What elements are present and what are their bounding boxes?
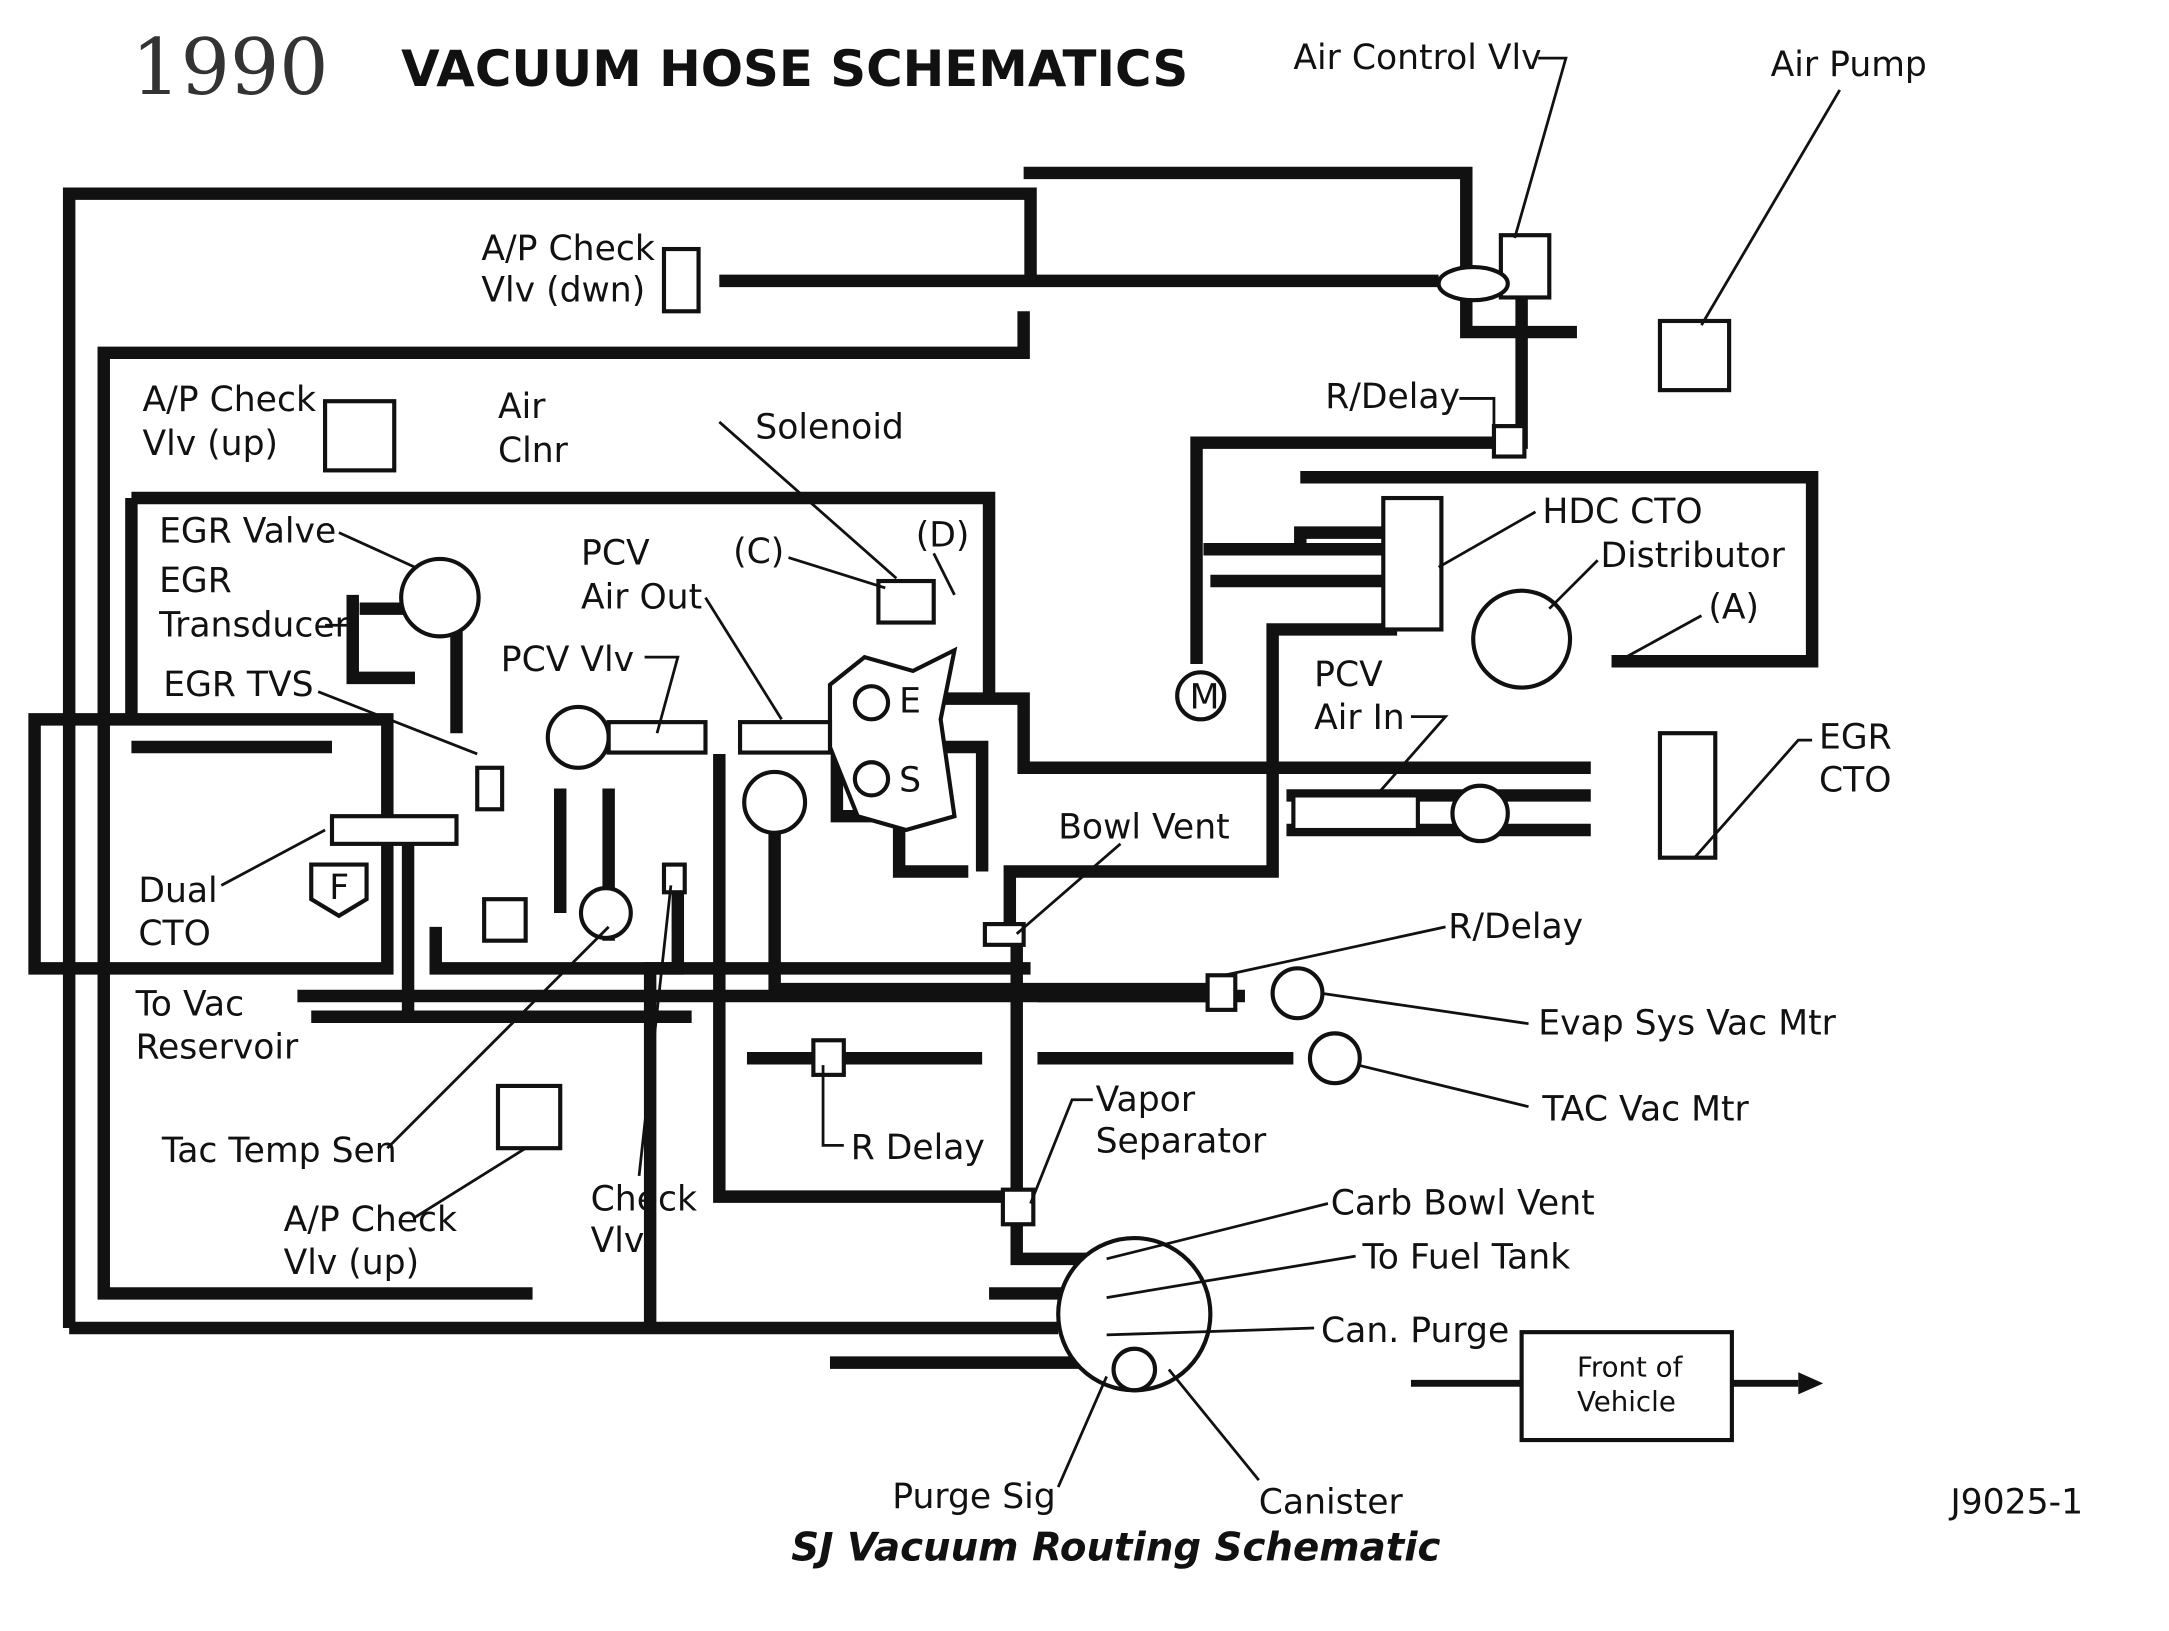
label-purge-sig: Purge Sig <box>892 1477 1055 1517</box>
label-air-control-vlv: Air Control Vlv <box>1293 38 1541 78</box>
label-port-a: (A) <box>1708 587 1759 627</box>
label-egr-valve: EGR Valve <box>159 511 336 551</box>
label-check-vlv-1: Check <box>591 1179 697 1219</box>
r-delay-valve-icon <box>1491 424 1527 459</box>
label-distributor: Distributor <box>1600 536 1785 576</box>
labels: Air Control Vlv Air Pump A/P Check Vlv (… <box>135 38 2084 1522</box>
label-solenoid: Solenoid <box>755 408 904 448</box>
label-vapor-separator-2: Separator <box>1096 1121 1267 1161</box>
arrow-right-icon <box>1798 1372 1824 1395</box>
label-port-d: (D) <box>916 515 970 555</box>
port-e-label: E <box>899 681 921 721</box>
tac-vac-motor-icon <box>1307 1031 1362 1086</box>
dual-cto-icon <box>329 814 459 846</box>
egr-tvs-icon <box>475 765 505 812</box>
label-bowl-vent: Bowl Vent <box>1058 807 1229 847</box>
year-heading: 1990 <box>131 23 328 113</box>
label-r-delay-mid: R/Delay <box>1448 907 1583 947</box>
label-check-vlv-2: Vlv <box>591 1221 645 1261</box>
label-tac-temp-sen: Tac Temp Sen <box>161 1131 397 1171</box>
label-to-vac-reservoir-2: Reservoir <box>136 1027 299 1067</box>
label-egr-cto-2: CTO <box>1819 760 1891 800</box>
label-air-clnr-1: Air <box>498 387 546 427</box>
carburetor-icon <box>827 646 958 833</box>
vapor-separator-icon <box>1000 1187 1036 1227</box>
figure-id: J9025-1 <box>1948 1482 2083 1522</box>
label-egr-cto-1: EGR <box>1819 717 1892 757</box>
label-r-delay-top: R/Delay <box>1325 377 1460 417</box>
pcv-valve-icon <box>545 704 611 770</box>
label-canister: Canister <box>1259 1482 1404 1522</box>
port-s-label: S <box>899 760 921 800</box>
label-air-pump: Air Pump <box>1771 45 1927 85</box>
ap-check-valve-lower-icon <box>495 1083 563 1151</box>
label-pcv-air-out-1: PCV <box>581 533 650 573</box>
label-front-of-vehicle-2: Vehicle <box>1577 1385 1676 1418</box>
air-pump-icon <box>1657 318 1732 393</box>
leader-lines <box>220 56 1841 1488</box>
motor-icon <box>1175 670 1227 722</box>
ap-check-valve-up-icon <box>322 399 397 473</box>
label-ap-check-lower-2: Vlv (up) <box>284 1243 420 1283</box>
label-dual-cto-1: Dual <box>138 871 217 911</box>
r-delay-low-icon <box>811 1038 846 1077</box>
figure-caption: SJ Vacuum Routing Schematic <box>791 1525 1440 1570</box>
label-can-purge: Can. Purge <box>1321 1311 1509 1351</box>
label-evap-sys-vac-mtr: Evap Sys Vac Mtr <box>1538 1004 1836 1044</box>
page-title: VACUUM HOSE SCHEMATICS <box>401 40 1188 98</box>
label-to-fuel-tank: To Fuel Tank <box>1362 1238 1571 1278</box>
front-of-vehicle-box <box>1519 1330 1734 1443</box>
evap-vac-motor-icon <box>1270 966 1325 1021</box>
components: M E S F <box>309 233 1824 1443</box>
tac-temp-sensor-icon <box>578 886 633 940</box>
label-pcv-air-in-1: PCV <box>1314 655 1383 695</box>
motor-label: M <box>1190 677 1220 717</box>
label-port-c: (C) <box>733 532 784 572</box>
label-r-delay-low: R Delay <box>851 1128 985 1168</box>
label-pcv-air-out-2: Air Out <box>581 578 702 618</box>
label-ap-check-lower-1: A/P Check <box>284 1200 458 1240</box>
label-hdc-cto: HDC CTO <box>1542 492 1702 532</box>
label-ap-check-dwn-2: Vlv (dwn) <box>481 271 645 311</box>
label-to-vac-reservoir-1: To Vac <box>135 984 245 1024</box>
label-pcv-vlv: PCV Vlv <box>501 640 634 680</box>
check-valve-icon <box>661 862 687 895</box>
egr-valve-icon <box>399 556 481 639</box>
label-egr-transducer-2: Transducer <box>158 605 350 645</box>
label-ap-check-up-2: Vlv (up) <box>142 424 278 464</box>
solenoid-icon <box>876 578 936 625</box>
label-ap-check-up-1: A/P Check <box>142 380 316 420</box>
label-carb-bowl-vent: Carb Bowl Vent <box>1331 1184 1595 1224</box>
label-front-of-vehicle-1: Front of <box>1577 1350 1684 1383</box>
label-air-clnr-2: Clnr <box>498 431 569 471</box>
label-dual-cto-2: CTO <box>138 914 210 954</box>
label-tac-vac-mtr: TAC Vac Mtr <box>1541 1090 1749 1130</box>
distributor-icon <box>1471 588 1573 690</box>
port-f-label: F <box>329 868 349 908</box>
ap-check-valve-dwn-icon <box>661 246 701 314</box>
egr-cto-icon <box>1657 731 1718 860</box>
label-vapor-separator-1: Vapor <box>1096 1080 1196 1120</box>
label-ap-check-dwn-1: A/P Check <box>481 229 655 269</box>
label-egr-transducer-1: EGR <box>159 561 232 601</box>
hdc-cto-icon <box>1381 495 1444 632</box>
label-pcv-air-in-2: Air In <box>1314 698 1405 738</box>
label-egr-tvs: EGR TVS <box>163 665 313 705</box>
